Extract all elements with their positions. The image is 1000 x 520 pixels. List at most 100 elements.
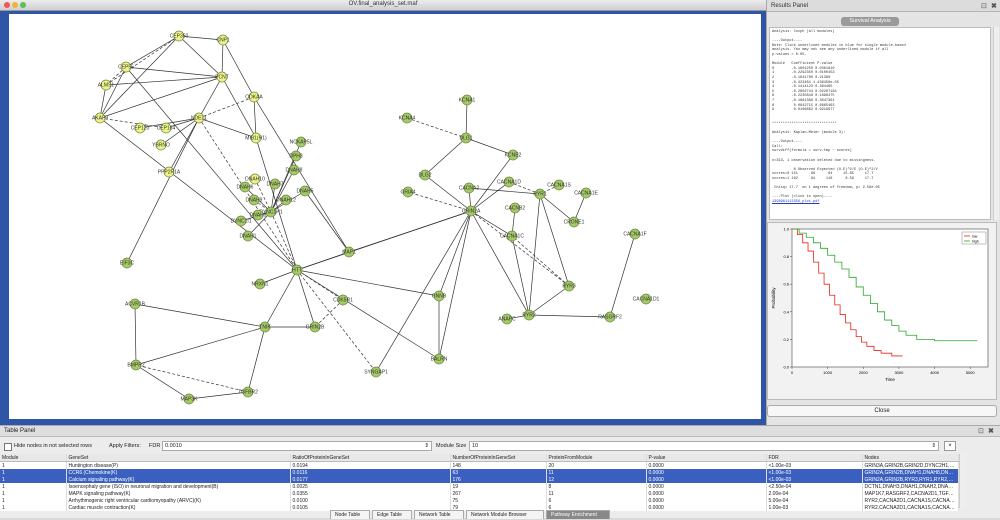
column-header[interactable]: GeneSet <box>66 454 291 462</box>
network-edge[interactable] <box>407 191 472 212</box>
network-edge[interactable] <box>135 326 266 366</box>
network-node[interactable]: NCKAP5L <box>290 136 313 148</box>
network-node-circle[interactable] <box>121 257 133 269</box>
network-node-circle[interactable] <box>130 359 142 371</box>
network-node-circle[interactable] <box>506 230 518 242</box>
network-edge[interactable] <box>99 84 107 119</box>
network-node-circle[interactable] <box>252 209 264 221</box>
network-node[interactable]: KCNA1 <box>459 94 476 106</box>
network-node-circle[interactable] <box>134 122 146 134</box>
network-node-circle[interactable] <box>509 202 521 214</box>
network-node[interactable]: DPH3 <box>289 150 303 162</box>
network-edge[interactable] <box>609 233 636 318</box>
close-button[interactable]: Close <box>767 405 997 417</box>
network-node-circle[interactable] <box>193 112 205 124</box>
network-edge[interactable] <box>254 178 272 213</box>
network-node[interactable]: DYNC1I1 <box>230 215 252 227</box>
network-node-circle[interactable] <box>402 186 414 198</box>
column-header[interactable]: FDR <box>766 454 863 462</box>
network-graph[interactable]: CEP350CNP1CEP55PCNTALMS1ODKAAAKAP9CEP120… <box>9 14 761 419</box>
network-node-circle[interactable] <box>239 181 251 193</box>
network-edge[interactable] <box>508 181 541 195</box>
network-node-circle[interactable] <box>309 321 321 333</box>
network-node-circle[interactable] <box>433 290 445 302</box>
column-header[interactable]: ProteinFromModule <box>546 454 647 462</box>
network-node[interactable]: RYR2 <box>522 309 536 321</box>
network-edge[interactable] <box>438 210 472 360</box>
network-node[interactable]: GRIA4 <box>400 186 416 198</box>
network-edge[interactable] <box>465 99 468 139</box>
network-node-circle[interactable] <box>250 132 262 144</box>
network-node-circle[interactable] <box>563 280 575 292</box>
network-edge[interactable] <box>528 285 570 316</box>
network-node-circle[interactable] <box>254 278 266 290</box>
network-edge[interactable] <box>125 66 223 78</box>
network-edge[interactable] <box>99 76 223 119</box>
network-node-circle[interactable] <box>248 91 260 103</box>
network-node-circle[interactable] <box>269 178 281 190</box>
network-edge[interactable] <box>221 76 257 139</box>
network-edge[interactable] <box>296 269 440 297</box>
network-node[interactable]: ACVR1B <box>125 298 146 310</box>
network-edge[interactable] <box>105 35 180 86</box>
network-node[interactable]: DNAH3 <box>250 209 267 221</box>
network-edge[interactable] <box>470 210 513 237</box>
clear-filter-button[interactable]: × <box>944 441 956 451</box>
network-node-circle[interactable] <box>343 246 355 258</box>
module-size-select[interactable]: 10⇕ <box>469 441 939 451</box>
network-node[interactable]: MAP3K <box>181 393 199 405</box>
network-node-circle[interactable] <box>463 182 475 194</box>
network-node[interactable]: DNAH9 <box>246 194 263 206</box>
network-edge[interactable] <box>253 96 350 253</box>
network-node[interactable]: CACNA1S <box>547 179 571 191</box>
network-node[interactable]: DNAH7 <box>267 178 284 190</box>
network-node[interactable]: ALMS1 <box>98 79 115 91</box>
network-node-circle[interactable] <box>370 366 382 378</box>
network-node[interactable]: RYR1 <box>533 188 547 200</box>
network-edge[interactable] <box>178 35 223 78</box>
network-edge[interactable] <box>438 210 472 297</box>
network-edge[interactable] <box>178 35 224 41</box>
network-edge[interactable] <box>375 210 472 373</box>
network-node-circle[interactable] <box>280 194 292 206</box>
network-node[interactable]: AKAP9 <box>92 112 108 124</box>
network-edge[interactable] <box>259 269 298 285</box>
network-edge[interactable] <box>470 210 530 316</box>
network-edge[interactable] <box>247 211 272 237</box>
column-header[interactable]: Nodes <box>862 454 959 462</box>
network-node-circle[interactable] <box>173 30 185 42</box>
network-node[interactable]: DLG2 <box>418 169 432 181</box>
network-node[interactable]: CACNA1E <box>574 187 598 199</box>
network-node-circle[interactable] <box>523 309 535 321</box>
network-node[interactable]: CACNA1C <box>500 230 524 242</box>
network-node[interactable]: CEP55 <box>118 61 134 73</box>
network-edge[interactable] <box>198 76 223 119</box>
network-node-circle[interactable] <box>242 230 254 242</box>
network-node-circle[interactable] <box>501 313 513 325</box>
network-node[interactable]: DNAH10 <box>245 173 265 185</box>
network-edge[interactable] <box>253 96 257 139</box>
network-edge[interactable] <box>264 269 298 328</box>
network-edge[interactable] <box>314 299 344 328</box>
network-edge[interactable] <box>348 210 472 253</box>
network-node[interactable]: PPP2R1A <box>158 166 181 178</box>
network-edge[interactable] <box>424 174 472 212</box>
network-edge[interactable] <box>465 137 514 156</box>
network-edge[interactable] <box>296 269 440 360</box>
column-header[interactable]: NumberOfProteinInGeneSet <box>450 454 547 462</box>
network-node-circle[interactable] <box>242 386 254 398</box>
network-node[interactable]: GRIN2A <box>462 205 481 217</box>
network-node[interactable]: KCNE2 <box>505 149 522 161</box>
network-edge[interactable] <box>188 391 249 400</box>
network-node-circle[interactable] <box>553 179 565 191</box>
network-edge[interactable] <box>198 117 257 139</box>
network-node[interactable]: CACNB2 <box>505 202 526 214</box>
network-node-circle[interactable] <box>580 187 592 199</box>
network-node[interactable]: MAP1 <box>342 246 356 258</box>
network-node[interactable]: CACNA1D1 <box>633 293 660 305</box>
zoom-window-icon[interactable] <box>20 2 26 8</box>
network-node-circle[interactable] <box>94 112 106 124</box>
